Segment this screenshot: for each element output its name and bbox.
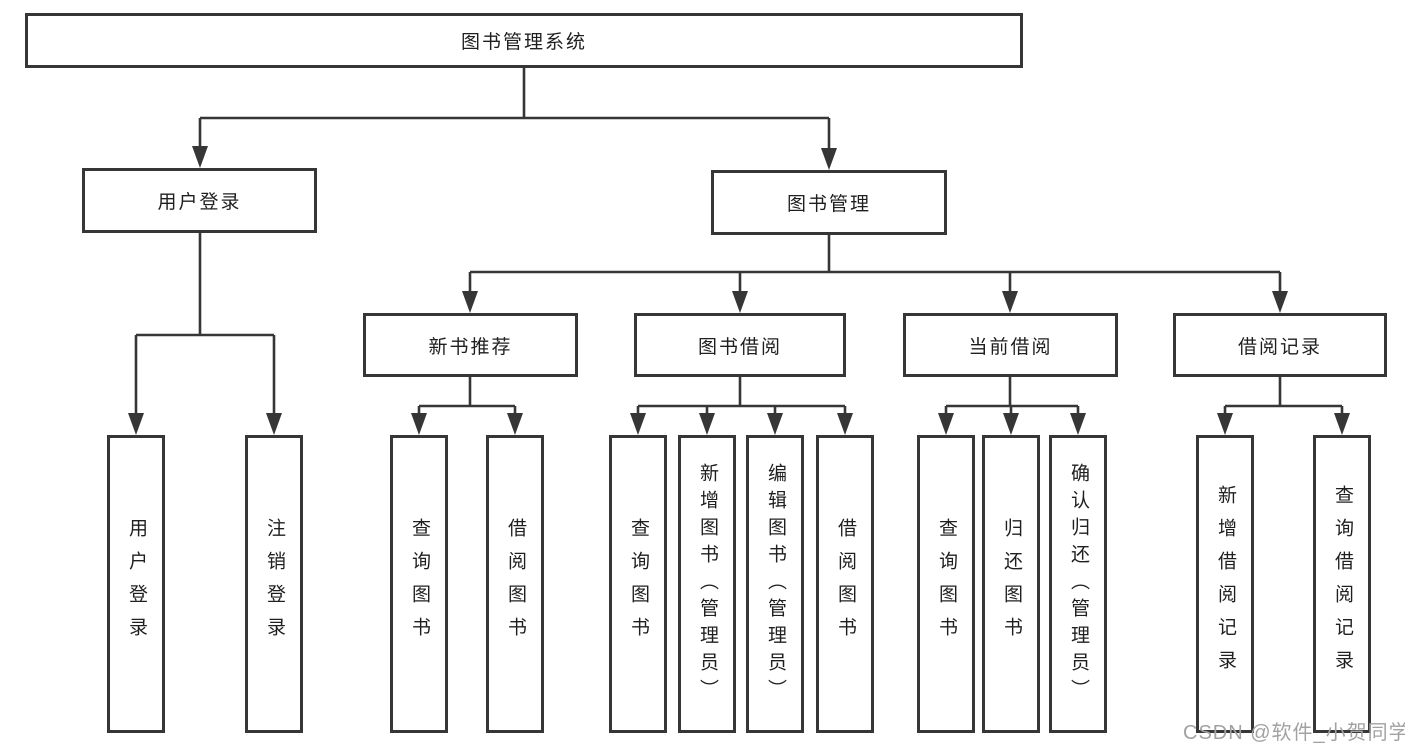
node-current-borrowing: 当前借阅	[903, 313, 1118, 377]
leaf-return-book: 归还图书	[982, 435, 1040, 733]
leaf-logout: 注销登录	[245, 435, 303, 733]
leaf-borrow-books: 借阅图书	[486, 435, 544, 733]
arrowhead-icons	[128, 146, 1350, 435]
leaf-add-borrow-record: 新增借阅记录	[1196, 435, 1254, 733]
leaf-search-books-2: 查询图书	[609, 435, 667, 733]
leaf-search-books: 查询图书	[390, 435, 448, 733]
leaf-edit-book-admin: 编辑图书（管理员）	[746, 435, 804, 733]
node-borrowing-records: 借阅记录	[1173, 313, 1387, 377]
node-root-system: 图书管理系统	[25, 13, 1023, 68]
leaf-borrow-books-2: 借阅图书	[816, 435, 874, 733]
leaf-search-borrow-record: 查询借阅记录	[1313, 435, 1371, 733]
leaf-user-login: 用户登录	[107, 435, 165, 733]
node-book-borrowing: 图书借阅	[634, 313, 846, 377]
node-book-management: 图书管理	[711, 170, 947, 235]
watermark: CSDN @软件_小贺同学	[1183, 722, 1405, 744]
node-new-book-recommendation: 新书推荐	[363, 313, 578, 377]
leaf-confirm-return-admin: 确认归还（管理员）	[1049, 435, 1107, 733]
node-user-login: 用户登录	[82, 168, 317, 233]
leaf-search-books-3: 查询图书	[917, 435, 975, 733]
leaf-add-book-admin: 新增图书（管理员）	[678, 435, 736, 733]
